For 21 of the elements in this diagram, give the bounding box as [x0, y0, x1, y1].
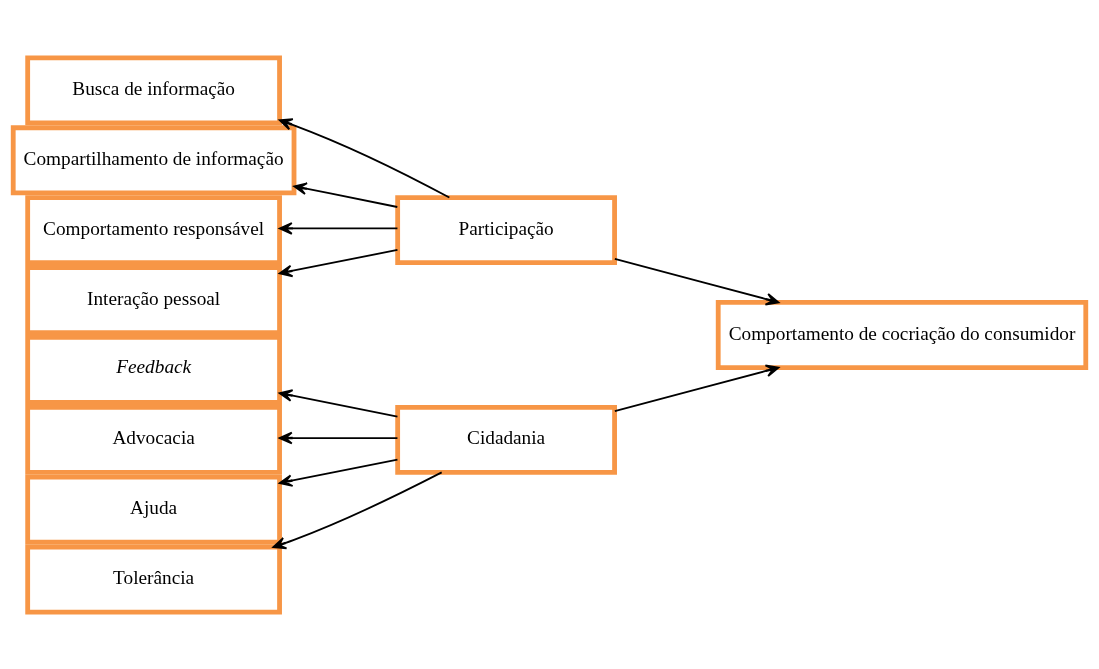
arrow: [613, 257, 780, 305]
arrow: [278, 388, 399, 418]
arrow: [278, 431, 399, 444]
node-box: Interação pessoal: [25, 264, 282, 335]
arrow: [278, 458, 399, 487]
node-box: Cidadania: [395, 404, 617, 475]
node-box: Feedback: [25, 334, 282, 405]
arrow: [278, 221, 399, 235]
node-box: Advocacia: [25, 404, 282, 475]
arrow: [293, 181, 399, 208]
node-box: Participação: [395, 194, 617, 265]
node-box: Ajuda: [25, 474, 282, 545]
node-box: Comportamento de cocriação do consumidor: [715, 299, 1089, 370]
node-box: Compartilhamento de informação: [10, 124, 297, 195]
arrow: [272, 471, 443, 549]
arrow: [613, 364, 780, 412]
node-box: Comportamento responsável: [25, 194, 282, 265]
node-box: Busca de informação: [25, 54, 282, 125]
arrow: [278, 117, 451, 198]
node-box: Tolerância: [25, 544, 282, 615]
arrow: [278, 248, 399, 277]
